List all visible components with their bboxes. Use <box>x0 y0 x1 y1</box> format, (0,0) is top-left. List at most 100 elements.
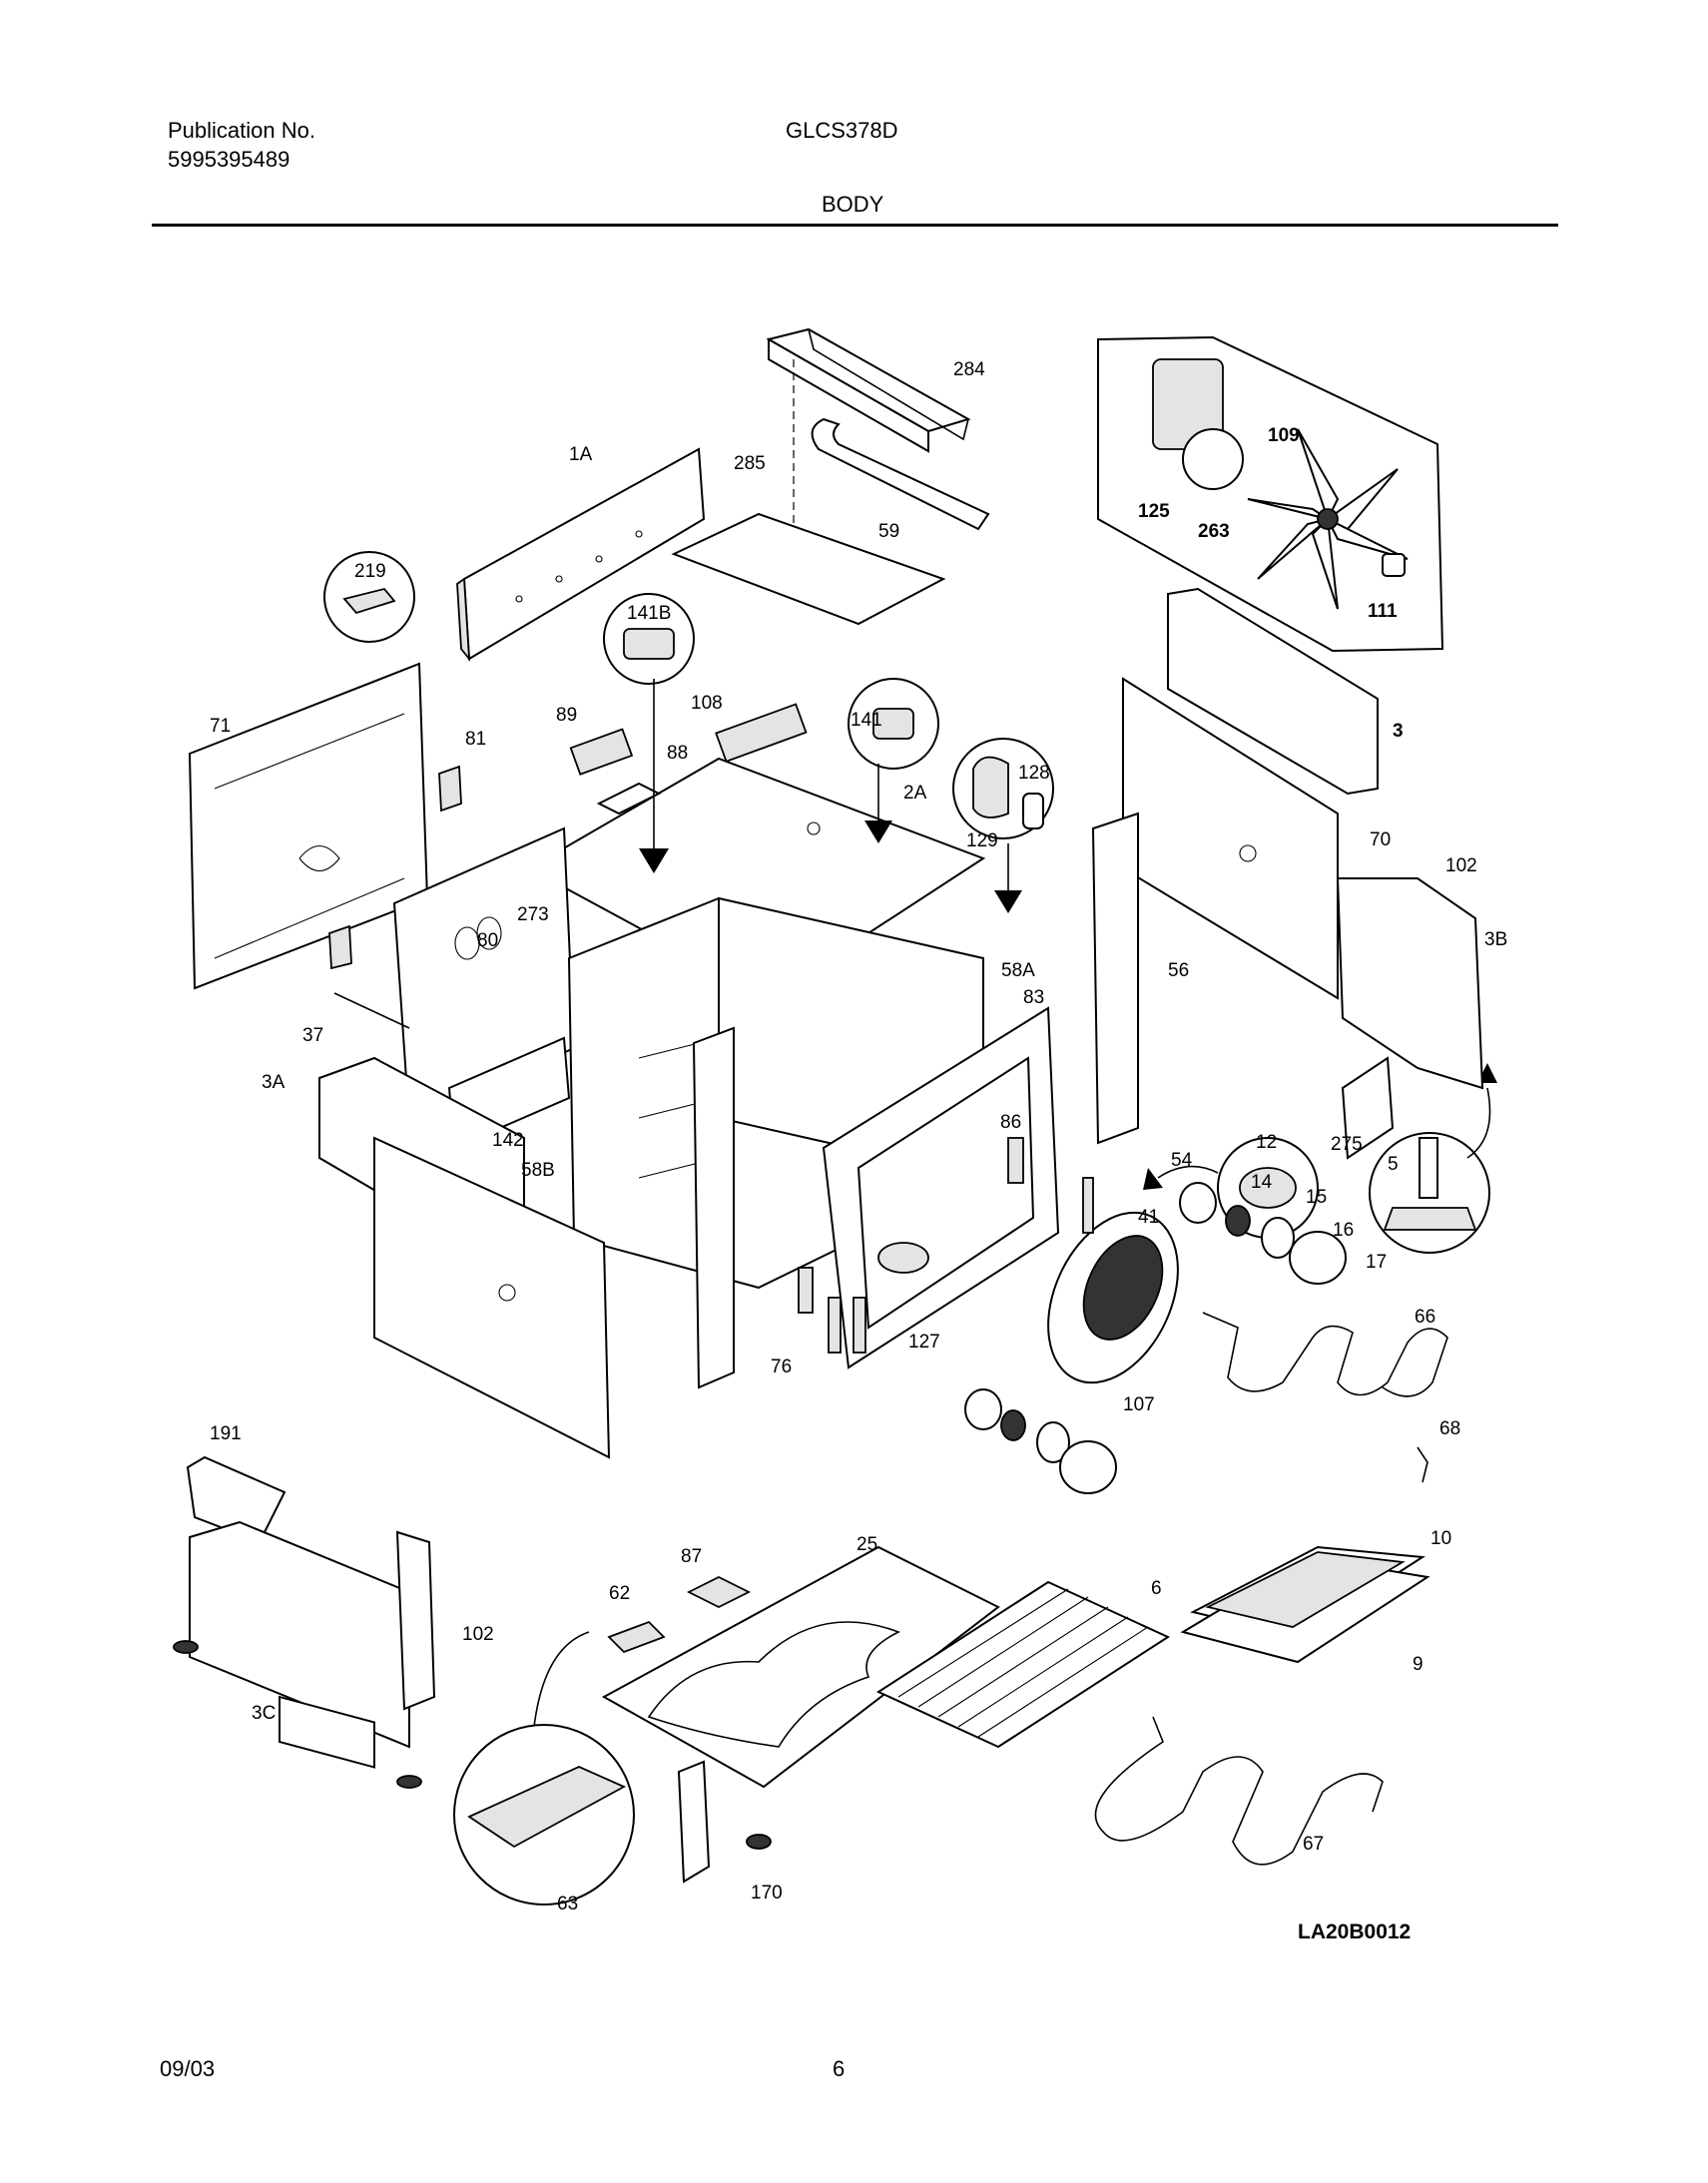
bake-element-66 <box>1202 1312 1448 1397</box>
callout-label: 67 <box>1303 1834 1324 1855</box>
front-strip-56-left <box>692 1026 735 1389</box>
part-68 <box>1417 1446 1428 1483</box>
callout-label: 275 <box>1331 1134 1363 1155</box>
part-76 <box>828 1297 842 1354</box>
callout-label: 16 <box>1333 1220 1354 1241</box>
callout-label: 107 <box>1123 1394 1155 1415</box>
callout-label: 284 <box>953 359 985 380</box>
inset-12 <box>1143 1137 1319 1239</box>
terminal-block-62 <box>607 1620 666 1654</box>
callout-label: 87 <box>681 1546 702 1567</box>
callout-label: 219 <box>354 561 386 582</box>
callout-label: 6 <box>1151 1578 1162 1599</box>
callout-label: 273 <box>517 904 549 925</box>
callout-label: 102 <box>1445 855 1477 876</box>
kick-panel-3c <box>189 1520 436 1769</box>
callout-label: 41 <box>1138 1207 1159 1228</box>
inset-141b <box>603 593 695 873</box>
fan-cover-107 <box>1047 1211 1179 1384</box>
callout-labels: 284 1A 285 59 219 141B 108 141 128 129 2… <box>210 359 1507 1914</box>
callout-label: 59 <box>878 521 899 542</box>
callout-label: 127 <box>908 1332 940 1353</box>
callout-label: 89 <box>556 705 577 726</box>
part-41-lower <box>853 1297 866 1354</box>
part-86-door <box>1007 1137 1024 1184</box>
part-86-lower <box>798 1267 814 1314</box>
bracket-81-upper <box>438 765 462 813</box>
callout-label: 1A <box>569 444 593 465</box>
part-127 <box>877 1242 929 1274</box>
bracket-275 <box>1341 1056 1395 1160</box>
callout-label: 86 <box>1000 1112 1021 1133</box>
leveling-leg-5 <box>746 1834 772 1850</box>
callout-label: 142 <box>492 1130 524 1151</box>
callout-label: 3A <box>262 1072 285 1093</box>
callout-label: 285 <box>734 453 766 474</box>
callout-label: 141B <box>627 603 671 624</box>
callout-label: 170 <box>751 1883 783 1904</box>
lamp-assembly-upper <box>1179 1182 1347 1285</box>
model-number: GLCS378D <box>786 118 898 143</box>
rear-panel-right <box>1122 587 1379 1000</box>
callout-label: 9 <box>1413 1654 1423 1675</box>
part-108 <box>715 703 808 763</box>
callout-label: 3B <box>1484 929 1507 950</box>
leveling-leg-right <box>396 1775 422 1789</box>
part-41-upper <box>1082 1177 1094 1234</box>
callout-label: 102 <box>462 1624 494 1645</box>
callout-label: 125 <box>1138 501 1170 522</box>
broil-pan <box>1180 1545 1430 1664</box>
publication-number: 5995395489 <box>168 147 290 172</box>
callout-label: 71 <box>210 716 231 737</box>
callout-label: 111 <box>1368 601 1398 622</box>
callout-label: 25 <box>856 1534 877 1555</box>
back-panel-1a <box>456 447 706 662</box>
header-rule <box>152 224 1558 227</box>
callout-label: 88 <box>667 743 688 764</box>
bracket-102-3b <box>1336 877 1484 1090</box>
callout-label: 2A <box>903 783 927 804</box>
callout-label: 37 <box>302 1025 323 1046</box>
callout-label: 5 <box>1388 1154 1399 1175</box>
bracket-170 <box>677 1760 711 1884</box>
leveling-leg-left <box>173 1640 199 1654</box>
bracket-191 <box>186 1455 286 1544</box>
callout-label: 54 <box>1171 1150 1193 1171</box>
callout-label: 12 <box>1256 1132 1277 1153</box>
callout-label: 62 <box>609 1583 630 1604</box>
callout-label: 3 <box>1393 721 1404 742</box>
probe-37 <box>333 992 410 1029</box>
inset-219 <box>323 551 415 643</box>
publication-label: Publication No. <box>168 118 315 143</box>
oven-rack <box>875 1580 1171 1749</box>
callout-label: 3C <box>252 1703 276 1724</box>
inset-141 <box>848 678 939 843</box>
bracket-81-lower <box>328 924 352 970</box>
callout-label: 129 <box>966 830 998 851</box>
callout-label: 263 <box>1198 521 1230 542</box>
callout-label: 141 <box>851 710 882 731</box>
callout-label: 66 <box>1415 1307 1435 1328</box>
arrow-62 <box>533 1631 590 1728</box>
callout-label: 108 <box>691 693 723 714</box>
oven-bottom-panel <box>601 1545 1000 1789</box>
part-89 <box>569 728 634 776</box>
footer-date: 09/03 <box>160 2056 216 2081</box>
callout-label: 56 <box>1168 960 1189 981</box>
callout-label: 17 <box>1366 1252 1387 1273</box>
callout-label: 58A <box>1001 960 1035 981</box>
drawing-code: LA20B0012 <box>1298 1920 1412 1943</box>
callout-label: 14 <box>1251 1172 1273 1193</box>
callout-label: 15 <box>1306 1187 1327 1208</box>
callout-label: 109 <box>1268 425 1300 446</box>
callout-label: 58B <box>521 1160 555 1181</box>
callout-label: 63 <box>557 1894 578 1914</box>
callout-label: 70 <box>1370 829 1391 850</box>
top-insulation-panel <box>671 512 946 626</box>
inset-128-129 <box>952 738 1054 913</box>
callout-label: 80 <box>477 930 498 951</box>
front-strip-56-right <box>1091 812 1139 1145</box>
callout-label: 83 <box>1023 987 1044 1008</box>
callout-label: 68 <box>1439 1418 1460 1439</box>
